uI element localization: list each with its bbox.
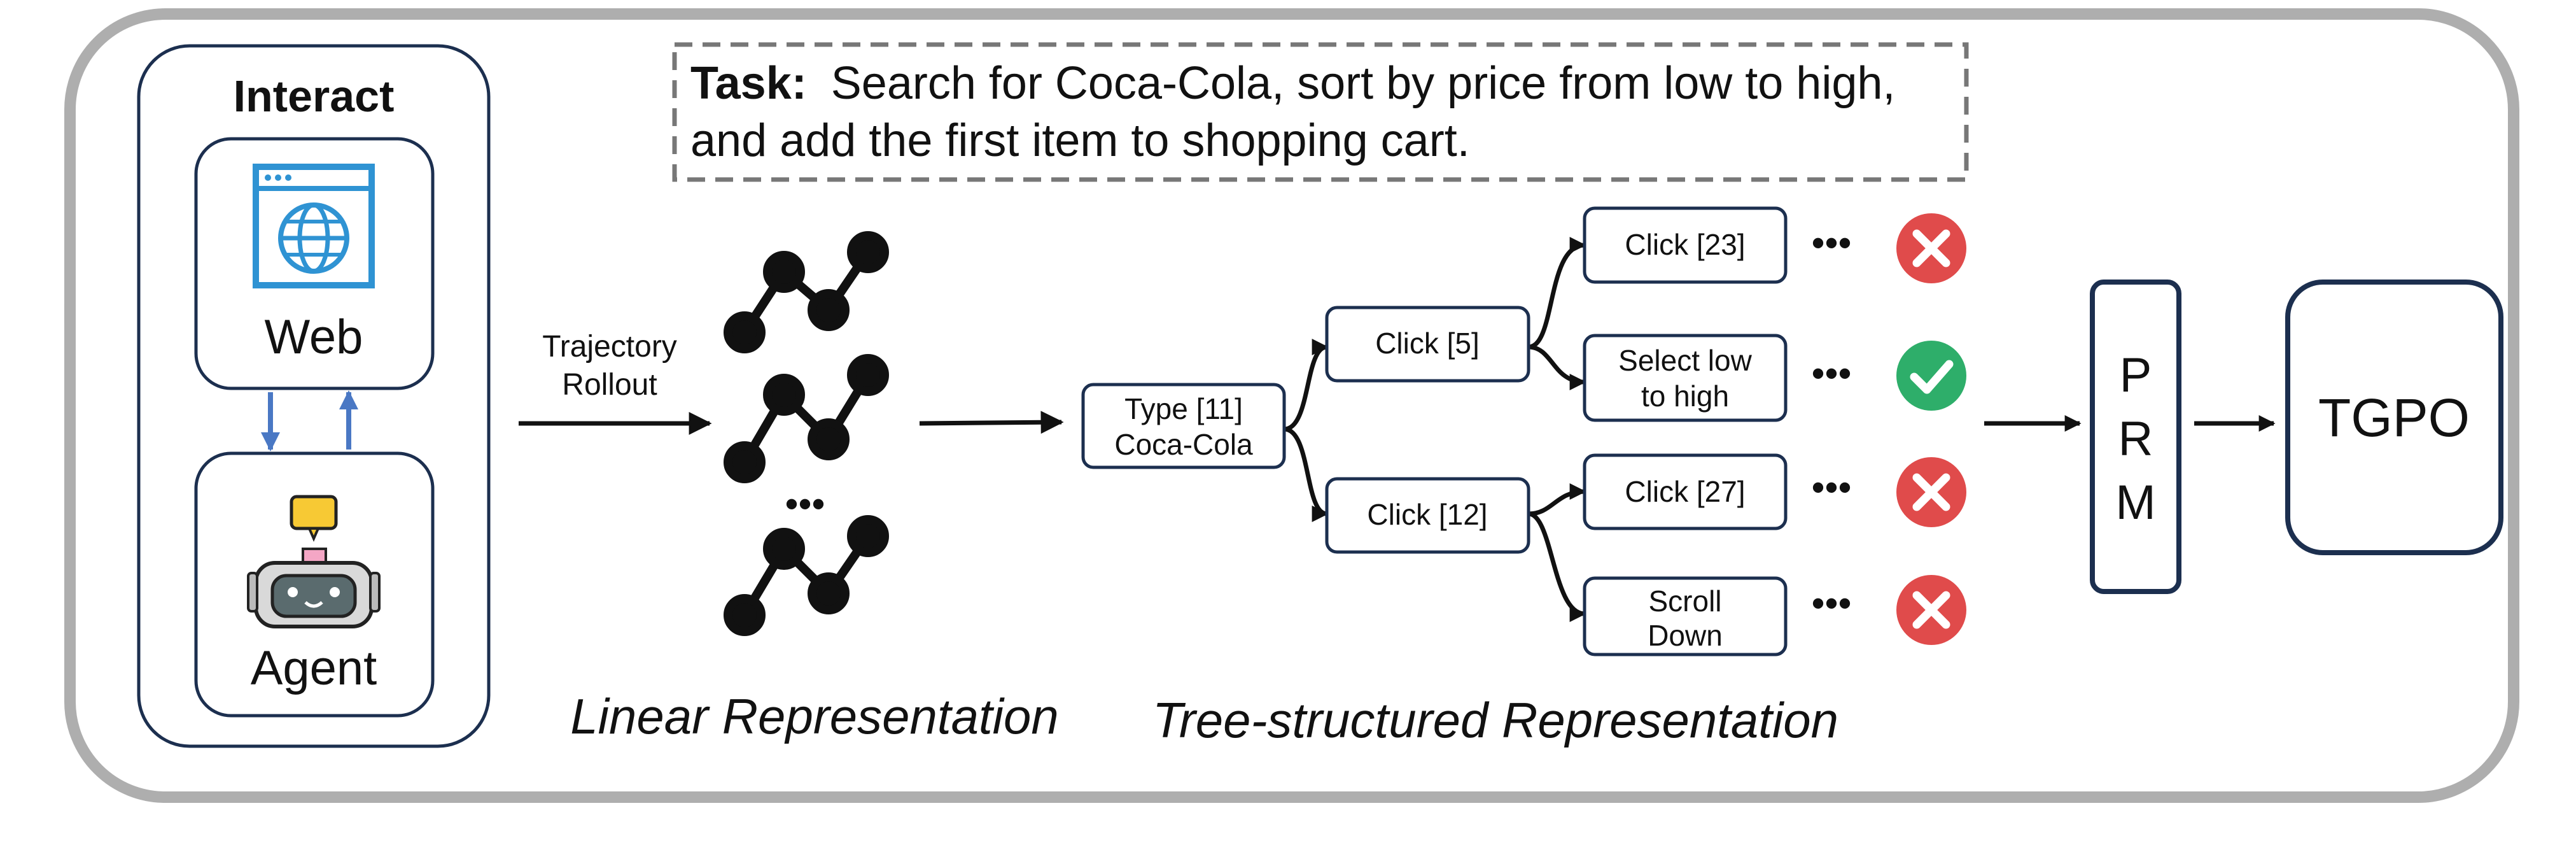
tree-leaf: Click [23] [1583,206,1788,284]
task-line2: and add the first item to shopping cart. [690,115,1470,166]
task-box: Task: Search for Coca-Cola, sort by pric… [672,42,1969,182]
svg-text:Down: Down [1648,619,1723,652]
tree-edges [1284,237,1586,622]
tree-node-click-5: Click [5] [1325,306,1530,383]
tgpo-box: TGPO [2285,280,2503,555]
tree-leaf: Scroll Down [1583,576,1788,656]
svg-text:Click [12]: Click [12] [1367,498,1487,531]
task-prefix: Task: [690,58,807,109]
prm-letter: M [2115,476,2155,530]
trajectory-line [724,515,889,636]
rollout-label-line2: Rollout [562,368,657,402]
tree-node-click-12: Click [12] [1325,477,1530,554]
check-circle-icon [1896,341,1966,411]
interact-title: Interact [234,71,395,121]
leaf-ellipsis: ••• [1811,222,1851,264]
prm-letter: R [2118,412,2153,466]
web-label: Web [265,310,363,364]
prm-box: P R M [2090,280,2181,594]
svg-text:Task: Search for Coca-Co: Task: Search for Coca-Cola, sort by pric… [690,58,1895,109]
x-circle-icon [1896,213,1966,283]
leaf-ellipsis: ••• [1811,582,1851,625]
leaf-ellipsis: ••• [1811,352,1851,395]
tree-leaf: Click [27] [1583,453,1788,530]
svg-text:to high: to high [1641,379,1729,413]
x-circle-icon [1896,575,1966,645]
interact-panel: Interact Web [137,44,491,748]
outer-frame [64,8,2519,803]
linear-caption: Linear Representation [570,688,1059,744]
robot-icon [247,495,381,628]
linear-to-tree-arrow [919,411,1064,434]
svg-text:Select low: Select low [1618,344,1752,377]
prm-letter: P [2120,348,2152,402]
svg-text:Click [5]: Click [5] [1375,327,1480,360]
x-circle-icon [1896,457,1966,527]
trajectory-line [724,231,889,353]
browser-globe-icon [253,164,375,288]
svg-text:Click [27]: Click [27] [1625,475,1745,508]
svg-text:Coca-Cola: Coca-Cola [1114,428,1253,461]
task-line1: Search for Coca-Cola, sort by price from… [831,58,1896,109]
rollout-label-line1: Trajectory [542,330,677,364]
leaf-ellipsis: ••• [1811,466,1851,509]
svg-text:Click [23]: Click [23] [1625,228,1745,261]
tree-caption: Tree-structured Representation [1152,692,1838,748]
agent-label: Agent [251,641,377,695]
tgpo-label: TGPO [2318,388,2470,448]
tree-node-root: Type [11] Coca-Cola [1081,383,1286,469]
svg-text:Type [11]: Type [11] [1124,392,1243,425]
svg-text:Scroll: Scroll [1648,584,1721,618]
linear-trajectories [724,231,889,636]
trajectory-line [724,354,889,483]
tree-leaf: Select low to high [1583,334,1788,422]
linear-ellipsis: ••• [785,483,825,525]
